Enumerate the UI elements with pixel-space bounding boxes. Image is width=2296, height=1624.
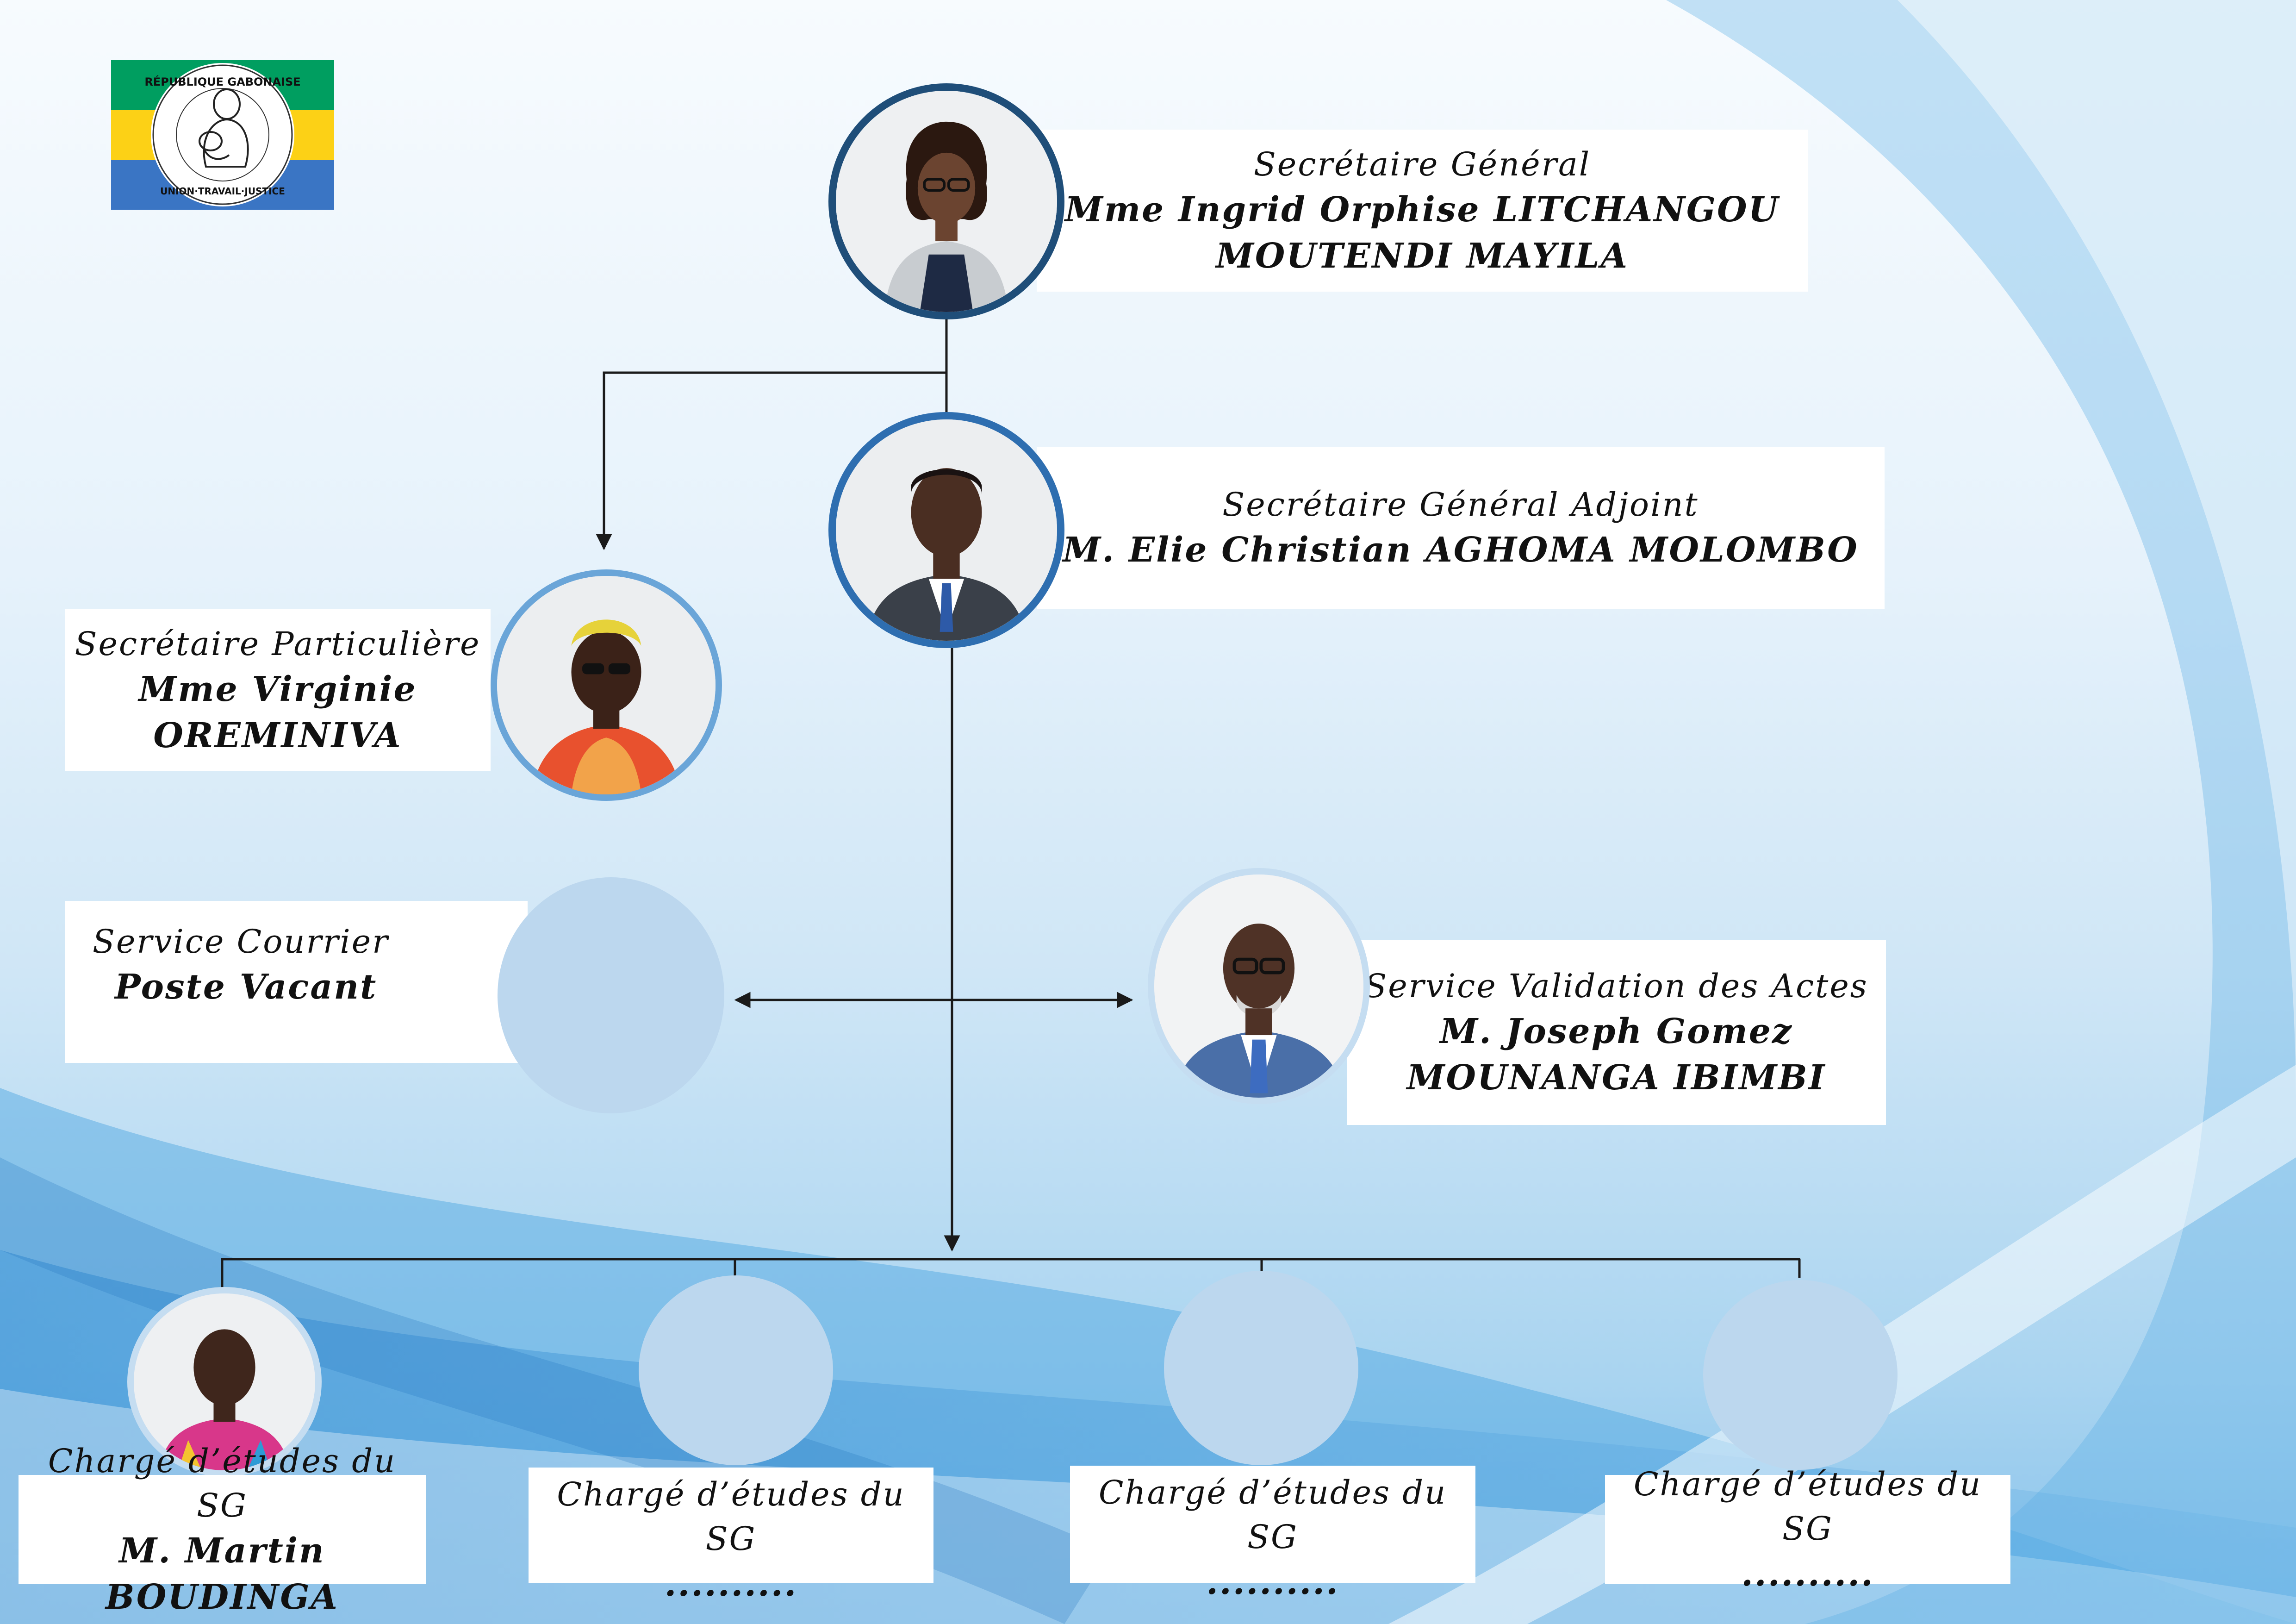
secretary-general-avatar [828,83,1064,319]
study-officer-3-vacant-avatar [1164,1271,1358,1465]
svg-text:UNION·TRAVAIL·JUSTICE: UNION·TRAVAIL·JUSTICE [160,186,285,197]
study-officer-2-card: Chargé d’études du SG .......... [529,1468,933,1604]
study-officer-3-name: .......... [1206,1562,1339,1602]
study-officer-1-title: Chargé d’études du SG [48,1442,397,1524]
study-officer-4-title: Chargé d’études du SG [1633,1465,1982,1548]
secretary-general-card: Secrétaire Général Mme Ingrid Orphise LI… [1037,130,1808,292]
private-secretary-avatar [491,569,722,801]
deputy-secretary-general-title: Secrétaire Général Adjoint [1222,486,1699,524]
private-secretary-card: Secrétaire Particulière Mme Virginie ORE… [65,609,491,771]
study-officer-4-card: Chargé d’études du SG .......... [1605,1465,2010,1594]
connector-sg-private-secretary [596,371,946,550]
private-secretary-title: Secrétaire Particulière [75,625,481,663]
secretary-general-name-line1: Mme Ingrid Orphise LITCHANGOU [1064,190,1780,230]
study-officer-1-card: Chargé d’études du SG M. Martin BOUDINGA [19,1442,426,1617]
deputy-secretary-general-name: M. Elie Christian AGHOMA MOLOMBO [1063,530,1859,570]
study-officer-4-name: .......... [1741,1554,1874,1594]
private-secretary-name-line1: Mme Virginie [138,669,417,709]
mail-service-title: Service Courrier [93,923,389,961]
acts-validation-name-line2: MOUNANGA IBIMBI [1406,1058,1826,1098]
mail-service-name: Poste Vacant [115,967,378,1007]
study-officer-3-title: Chargé d’études du SG [1098,1474,1447,1556]
gabon-emblem: RÉPUBLIQUE GABONAISE UNION·TRAVAIL·JUSTI… [111,60,334,210]
acts-validation-card: Service Validation des Actes M. Joseph G… [1347,940,1886,1125]
acts-validation-title: Service Validation des Actes [1364,967,1868,1005]
mail-service-card: Service Courrier Poste Vacant [65,901,528,1063]
acts-validation-avatar [1148,868,1370,1104]
mail-service-vacant-avatar [498,877,724,1113]
study-officer-2-name: .......... [664,1564,798,1604]
deputy-secretary-general-avatar [828,412,1064,648]
study-officer-2-title: Chargé d’études du SG [557,1475,905,1558]
private-secretary-name-line2: OREMINIVA [153,716,402,756]
secretary-general-name-line2: MOUTENDI MAYILA [1215,236,1629,276]
secretary-general-title: Secrétaire Général [1253,145,1591,183]
deputy-secretary-general-card: Secrétaire Général Adjoint M. Elie Chris… [1037,447,1885,609]
study-officer-2-vacant-avatar [639,1275,833,1465]
svg-text:RÉPUBLIQUE GABONAISE: RÉPUBLIQUE GABONAISE [144,75,300,88]
study-officer-4-vacant-avatar [1703,1280,1898,1470]
study-officer-1-name: M. Martin BOUDINGA [106,1531,339,1617]
study-officer-1-avatar [127,1287,322,1477]
acts-validation-name-line1: M. Joseph Gomez [1440,1012,1793,1051]
study-officer-3-card: Chargé d’études du SG .......... [1070,1466,1475,1602]
